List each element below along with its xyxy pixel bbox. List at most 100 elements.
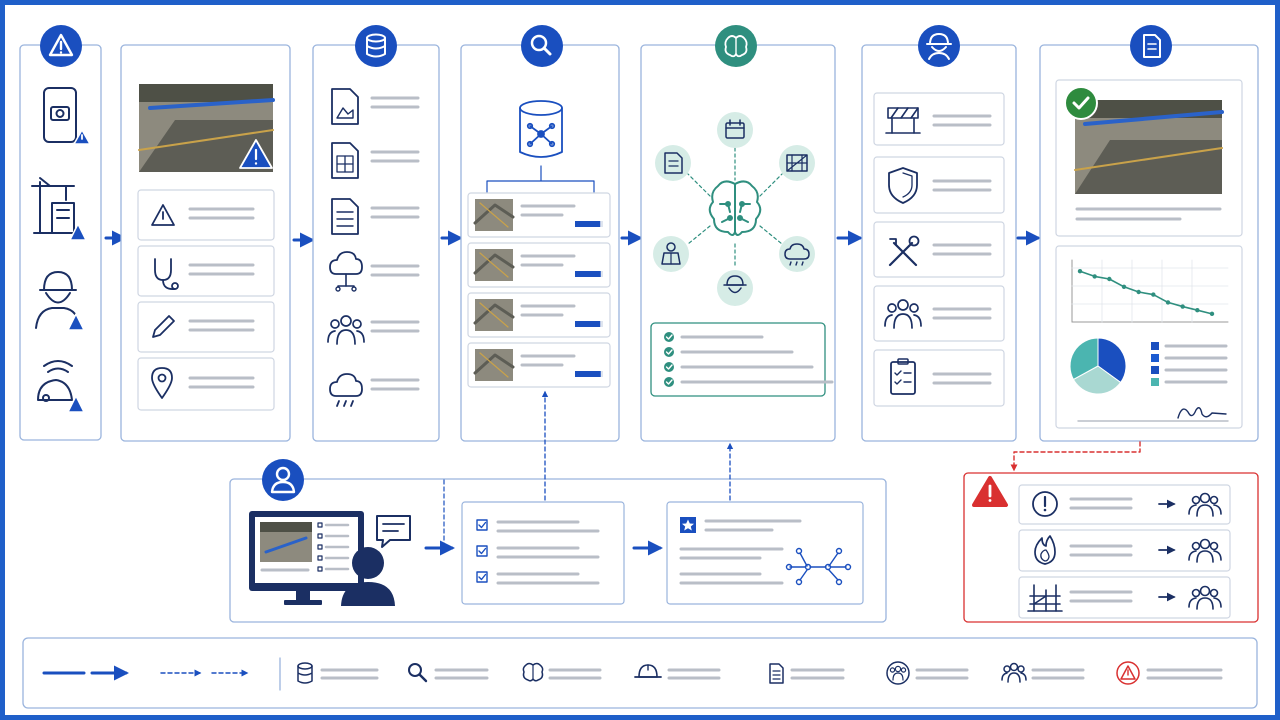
people-group-icon [1188,585,1222,610]
ai-check-row [664,377,834,387]
safety-item-people[interactable] [873,285,1005,342]
legend-search [408,663,489,683]
safety-item-tools[interactable] [873,221,1005,278]
storage-item-cloud [329,251,420,292]
trend-point [1107,276,1112,282]
check-circle-icon [1064,86,1098,120]
sensor-device-icon [37,360,85,413]
document-icon [1130,25,1172,67]
trend-point [1092,274,1097,279]
warning-icon [40,25,82,67]
legend-team-circle [886,661,969,685]
alert-item-fire[interactable] [1018,529,1231,572]
score-fill [575,321,601,327]
crane-building-icon [31,177,87,241]
ai-check-row [664,347,794,357]
intake-field-notes[interactable] [137,301,275,353]
signature [1077,407,1229,422]
report-panel [1039,25,1259,442]
knowledge-graph-icon [785,547,852,586]
analytics-card [1055,245,1243,429]
intake-field-hazard[interactable] [137,189,275,241]
calendar-icon [717,112,753,148]
alert-item-incident[interactable] [1018,484,1231,525]
score-fill [575,221,601,227]
fence-icon [779,145,815,181]
legend-database [297,662,379,684]
alert-panel [963,472,1259,623]
storage-item-spreadsheet [331,142,420,179]
alert-icon [972,476,1008,507]
score-fill [575,371,601,377]
database-icon [355,25,397,67]
trend-point [1165,300,1171,305]
pie-chart [1069,337,1127,395]
ai-check-row [664,332,764,342]
ai-checklist [650,322,834,397]
user-icon [262,459,304,501]
retrieval-result-2[interactable] [467,242,611,288]
pie-legend [1151,342,1228,386]
brain-icon [715,25,757,67]
vector-database-icon [519,100,563,158]
trend-point [1195,308,1200,313]
intake-panel [120,44,291,442]
retrieval-panel [460,25,620,442]
storage-item-weather [329,373,420,407]
trend-point [1180,304,1185,309]
safety-item-checklist[interactable] [873,349,1005,407]
people-group-icon [1188,492,1222,517]
legend-document [769,663,845,684]
pie-slice [1069,337,1099,380]
ai-check-rows [664,332,834,387]
retrieval-result-1[interactable] [467,192,611,238]
legend-alert [1116,661,1223,685]
document-icon [655,145,691,181]
workflow-diagram [19,25,1259,709]
worker-helmet-icon [717,270,753,306]
trend-point [1077,269,1083,274]
site-photo [138,84,275,172]
retrieval-result-4[interactable] [467,342,611,388]
storage-item-people [327,315,420,345]
intake-field-location[interactable] [137,357,275,411]
storage-item-document [331,198,420,235]
trend-chart [1071,259,1229,323]
retrieval-results [467,192,611,388]
people-group-icon [1188,538,1222,563]
score-fill [575,271,601,277]
worker-helmet-icon [35,271,85,331]
worker-helmet-icon [918,25,960,67]
trend-point [1136,289,1141,295]
ai-panel [640,25,836,442]
trend-point [1121,284,1127,289]
retrieval-result-3[interactable] [467,292,611,338]
trend-line [1079,270,1213,315]
safety-item-barrier[interactable] [873,92,1005,146]
legend-brain [522,662,602,682]
safety-panel [861,25,1017,442]
trend-points [1077,269,1215,317]
trend-point [1151,292,1156,297]
safety-item-shield[interactable] [873,156,1005,214]
legend-people-group [1001,662,1085,683]
pie-slice [1097,337,1127,383]
review-panel [229,390,887,623]
storage-item-image [331,88,420,125]
alert-item-scaffold[interactable] [1018,576,1231,619]
legend-bar [22,637,1258,709]
monitor-reviewer-icon [249,511,411,606]
photo-warning-icon [239,139,273,169]
review-checklist[interactable] [461,501,625,605]
retrieval-branch [486,165,595,193]
knowledge-card[interactable] [666,501,864,605]
site-map-icon [653,236,689,272]
legend-hardhat [634,664,721,680]
search-icon [521,25,563,67]
sources-panel [19,25,102,441]
intake-field-health[interactable] [137,245,275,297]
ai-check-row [664,362,814,372]
trend-point [1209,311,1215,317]
storage-panel [312,25,440,442]
